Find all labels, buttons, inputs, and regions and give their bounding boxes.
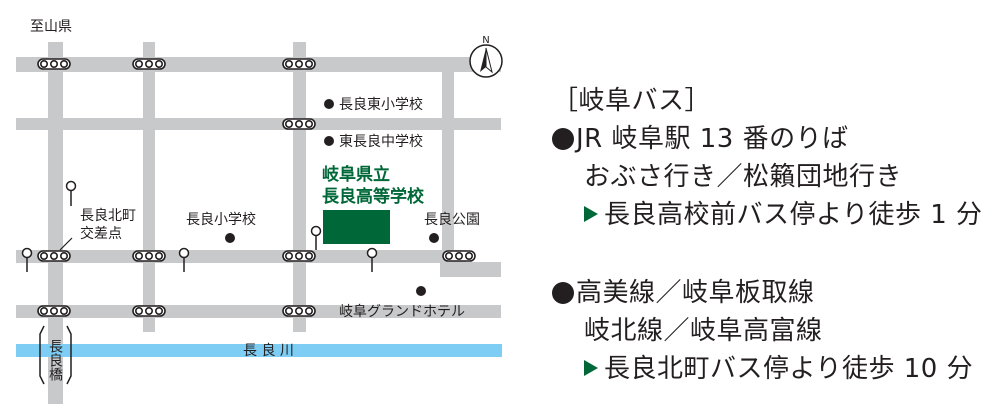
signal-icon: [37, 305, 71, 317]
signal-icon: [282, 305, 316, 317]
triangle-icon: [584, 360, 598, 376]
road-east: [442, 72, 454, 250]
landmark-dot: [324, 136, 334, 146]
label-higashi-nagara-junior-high: 東長良中学校: [339, 133, 423, 150]
bus-stops: [21, 180, 378, 272]
bridge-marks: [39, 325, 72, 385]
bullet-icon: [552, 282, 574, 304]
river: [16, 344, 502, 357]
area-map: N 至山県 長良東小学校 東長良中学校 長良小学校 長良公園 長良北町 交差点 …: [16, 19, 503, 404]
bus-stop-icon: [65, 180, 77, 206]
road-middle: [16, 250, 466, 263]
road-school: [293, 42, 306, 332]
landmark-dot: [324, 99, 334, 109]
road-centre: [143, 42, 155, 332]
signal-icon: [132, 250, 166, 262]
route2-lines1-text: 高美線／岐阜板取線: [576, 278, 815, 308]
label-school-line1: 岐阜県立: [322, 164, 390, 185]
leader-line: [59, 237, 73, 251]
road-upper: [16, 118, 501, 130]
signal-icon: [282, 58, 316, 70]
label-nagara-higashi-elementary: 長良東小学校: [339, 96, 423, 113]
signal-icon: [282, 118, 316, 130]
route1-lines: おぶさ行き／松籟団地行き: [584, 162, 903, 192]
landmark-dot: [416, 286, 426, 296]
landmark-dot: [225, 233, 235, 243]
label-bridge: 長良橋: [47, 339, 63, 381]
route1-station: JR 岐阜駅 13 番のりば: [552, 124, 849, 154]
road-north: [16, 57, 501, 72]
route2-lines2: 岐北線／岐阜高富線: [584, 316, 823, 346]
road-east-spur: [440, 262, 501, 277]
school-building: [323, 210, 390, 244]
north-label: N: [482, 35, 489, 46]
bus-stop-icon: [310, 225, 322, 250]
label-nagara-park: 長良公園: [424, 212, 480, 228]
signal-icon: [442, 250, 476, 262]
label-kitamachi-line1: 長良北町: [80, 208, 136, 224]
bus-stop-icon: [366, 247, 378, 272]
bullet-icon: [552, 128, 574, 150]
traffic-signals: [37, 58, 476, 317]
label-river: 長 良 川: [243, 343, 294, 359]
route1-walk-text: 長良高校前バス停より徒歩 1 分: [604, 200, 983, 230]
label-kitamachi-line2: 交差点: [80, 225, 122, 242]
landmark-dots: [225, 99, 439, 296]
signal-icon: [282, 250, 316, 262]
triangle-icon: [584, 206, 598, 222]
bus-stop-icon: [178, 247, 190, 272]
route2-walk-text: 長良北町バス停より徒歩 10 分: [604, 354, 974, 384]
bus-heading: ［岐阜バス］: [552, 86, 712, 116]
route1-walk: 長良高校前バス停より徒歩 1 分: [584, 200, 983, 230]
label-grand-hotel: 岐阜グランドホテル: [339, 303, 465, 320]
landmark-dot: [429, 233, 439, 243]
north-arrow-icon: N: [469, 35, 503, 78]
label-nagara-elementary: 長良小学校: [186, 211, 256, 228]
route1-station-text: JR 岐阜駅 13 番のりば: [576, 124, 849, 154]
signal-icon: [37, 250, 71, 262]
label-school-line2: 長良高等学校: [322, 186, 425, 207]
route2-walk: 長良北町バス停より徒歩 10 分: [584, 354, 973, 384]
signal-icon: [132, 58, 166, 70]
signal-icon: [132, 305, 166, 317]
label-to-yama: 至山県: [30, 19, 72, 35]
route2-lines1: 高美線／岐阜板取線: [552, 278, 815, 308]
bus-stop-icon: [21, 247, 33, 272]
signal-icon: [37, 58, 71, 70]
